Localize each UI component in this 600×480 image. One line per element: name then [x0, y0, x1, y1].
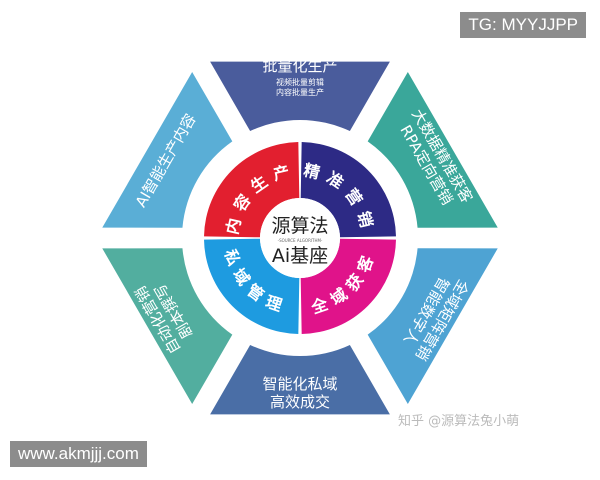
segment-title: 批量化生产 [262, 57, 337, 75]
center-subtitle: Ai基座 [272, 245, 328, 267]
segment-subtitle: 内容批量生产 [276, 87, 324, 97]
segment-5 [102, 71, 233, 228]
segment-1 [367, 71, 498, 228]
segment-label: 高效成交 [270, 393, 330, 411]
segment-3 [210, 344, 390, 415]
zhihu-watermark: 知乎 @源算法兔小萌 [398, 414, 520, 429]
segment-label: 智能化私域 [262, 375, 337, 393]
segment-0 [210, 61, 390, 132]
center-title: 源算法 [271, 215, 328, 237]
segment-subtitle: 视频批量剪辑 [276, 77, 324, 87]
ring-quadrant-2 [300, 238, 396, 334]
center-circle [260, 198, 340, 278]
ring-quadrant-1 [300, 142, 396, 238]
center-tagline: -SOURCE ALGORITHM- [278, 238, 323, 243]
segment-4 [102, 248, 233, 405]
ring-quadrant-0 [204, 142, 300, 238]
segment-2 [367, 248, 498, 405]
site-watermark: www.akmjjj.com [10, 441, 147, 467]
ring-quadrant-3 [204, 238, 300, 334]
tg-watermark: TG: MYYJJPP [460, 12, 586, 38]
